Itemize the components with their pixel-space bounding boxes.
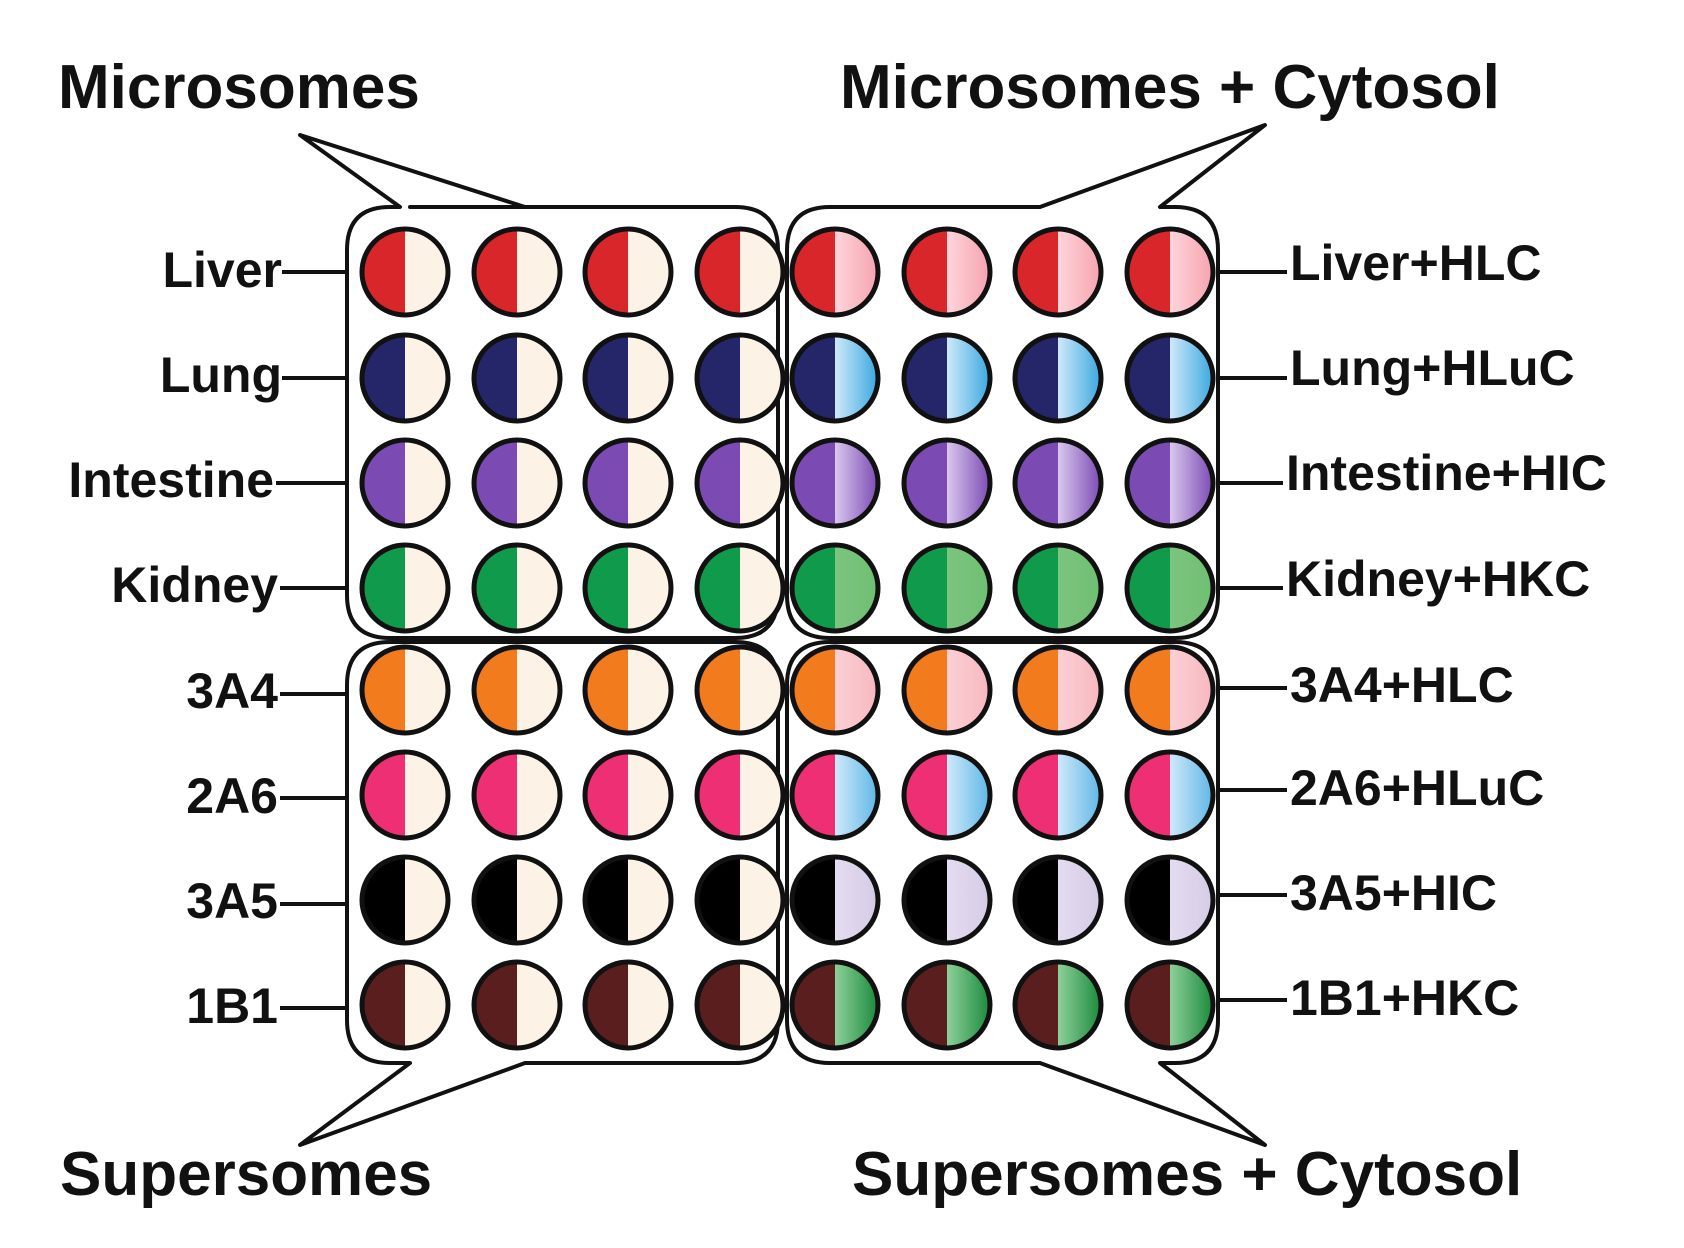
row-label-3a4: 3A4 [186,663,278,719]
well-intestine-cytosol-3 [1012,437,1104,529]
panel-supersomes-cytosol [785,640,1267,1147]
well-3a4-3 [582,644,674,736]
well-lung-2 [471,332,563,424]
well-lung-cytosol-2 [901,332,993,424]
well-3a4-2 [471,644,563,736]
well-3a5-cytosol-1 [789,854,881,946]
well-1b1-cytosol-2 [901,959,993,1051]
well-liver-2 [471,226,563,318]
well-intestine-cytosol-2 [901,437,993,529]
right-labels: Liver+HLC Lung+HLuC Intestine+HIC Kidney… [1286,235,1607,1026]
title-supersomes-cytosol: Supersomes + Cytosol [852,1140,1522,1209]
title-microsomes: Microsomes [58,53,420,122]
well-liver-cytosol-1 [789,226,881,318]
row-label-liver-hlc: Liver+HLC [1290,235,1541,291]
well-kidney-4 [694,542,786,634]
well-2a6-2 [471,749,563,841]
well-3a5-2 [471,854,563,946]
well-1b1-cytosol-1 [789,959,881,1051]
wells [359,226,1216,1051]
well-3a4-4 [694,644,786,736]
well-1b1-1 [359,959,451,1051]
well-2a6-cytosol-3 [1012,749,1104,841]
well-lung-cytosol-3 [1012,332,1104,424]
row-label-intestine-hic: Intestine+HIC [1286,445,1607,501]
row-label-1b1-hkc: 1B1+HKC [1290,970,1519,1026]
well-2a6-3 [582,749,674,841]
well-2a6-4 [694,749,786,841]
well-kidney-3 [582,542,674,634]
well-3a4-cytosol-4 [1124,644,1216,736]
well-liver-cytosol-3 [1012,226,1104,318]
row-label-3a4-hlc: 3A4+HLC [1290,657,1514,713]
row-label-1b1: 1B1 [186,978,278,1034]
well-intestine-1 [359,437,451,529]
row-label-2a6: 2A6 [186,768,278,824]
well-3a5-1 [359,854,451,946]
label-connectors [276,270,1287,1010]
panel-microsomes-cytosol [785,123,1267,640]
panel-microsomes [298,133,780,640]
row-label-kidney: Kidney [111,557,278,613]
well-kidney-cytosol-1 [789,542,881,634]
well-3a5-4 [694,854,786,946]
title-supersomes: Supersomes [60,1140,432,1209]
well-lung-4 [694,332,786,424]
well-kidney-1 [359,542,451,634]
well-intestine-2 [471,437,563,529]
well-intestine-cytosol-1 [789,437,881,529]
well-lung-1 [359,332,451,424]
well-3a4-1 [359,644,451,736]
well-intestine-3 [582,437,674,529]
well-intestine-4 [694,437,786,529]
well-intestine-cytosol-4 [1124,437,1216,529]
well-3a4-cytosol-2 [901,644,993,736]
well-kidney-cytosol-2 [901,542,993,634]
well-3a5-3 [582,854,674,946]
well-3a5-cytosol-2 [901,854,993,946]
well-kidney-cytosol-4 [1124,542,1216,634]
row-label-3a5: 3A5 [186,873,278,929]
well-lung-cytosol-1 [789,332,881,424]
left-labels: Liver Lung Intestine Kidney 3A4 2A6 3A5 … [68,242,282,1034]
well-liver-3 [582,226,674,318]
row-label-intestine: Intestine [68,452,274,508]
well-1b1-cytosol-3 [1012,959,1104,1051]
well-3a4-cytosol-1 [789,644,881,736]
well-1b1-4 [694,959,786,1051]
well-3a5-cytosol-3 [1012,854,1104,946]
well-2a6-cytosol-2 [901,749,993,841]
row-label-lung-hluc: Lung+HLuC [1290,340,1575,396]
well-3a4-cytosol-3 [1012,644,1104,736]
title-microsomes-cytosol: Microsomes + Cytosol [840,53,1500,122]
well-1b1-cytosol-4 [1124,959,1216,1051]
well-lung-cytosol-4 [1124,332,1216,424]
well-2a6-1 [359,749,451,841]
row-label-kidney-hkc: Kidney+HKC [1286,551,1590,607]
row-label-3a5-hic: 3A5+HIC [1290,865,1497,921]
row-label-2a6-hluc: 2A6+HLuC [1290,760,1544,816]
well-kidney-cytosol-3 [1012,542,1104,634]
row-label-liver: Liver [162,242,282,298]
well-liver-cytosol-2 [901,226,993,318]
well-liver-cytosol-4 [1124,226,1216,318]
well-1b1-3 [582,959,674,1051]
well-liver-4 [694,226,786,318]
well-2a6-cytosol-4 [1124,749,1216,841]
well-2a6-cytosol-1 [789,749,881,841]
well-kidney-2 [471,542,563,634]
well-3a5-cytosol-4 [1124,854,1216,946]
row-label-lung: Lung [160,347,282,403]
well-lung-3 [582,332,674,424]
well-1b1-2 [471,959,563,1051]
well-liver-1 [359,226,451,318]
